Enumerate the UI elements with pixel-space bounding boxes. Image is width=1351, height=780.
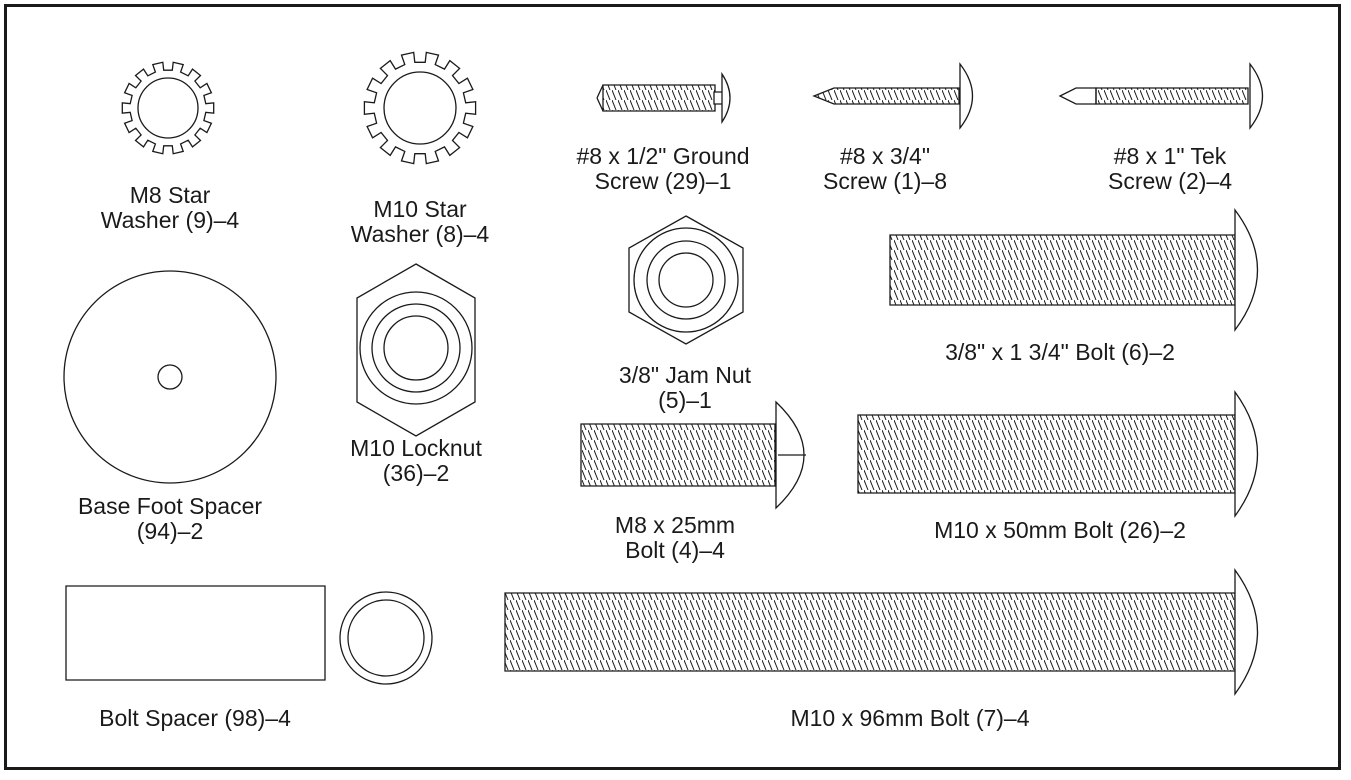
m8-bolt-label-line1: M8 x 25mm [614, 512, 736, 538]
bolt-spacer-label: Bolt Spacer (98)–4 [60, 706, 330, 731]
m10-96mm-bolt-label-line1: M10 x 96mm Bolt (7)–4 [790, 705, 1030, 731]
star-washer-teeth [122, 62, 213, 153]
m10-locknut-label-line1: M10 Locknut [350, 435, 482, 461]
base-foot-spacer-label-line1: Base Foot Spacer [77, 493, 263, 519]
jam-nut-label: 3/8" Jam Nut (5)–1 [570, 363, 800, 413]
tek-screw-drawing [1060, 64, 1263, 128]
m8-bolt-label: M8 x 25mm Bolt (4)–4 [580, 513, 770, 563]
jam-nut-label-line1: 3/8" Jam Nut [618, 362, 752, 388]
m10-50mm-bolt-drawing [858, 392, 1258, 516]
m10-star-washer-label-line1: M10 Star [373, 196, 467, 222]
m10-96mm-bolt-label: M10 x 96mm Bolt (7)–4 [740, 706, 1080, 731]
bolt-spacer-end-drawing [340, 592, 432, 684]
screw-3-4-label-line2: Screw (1)–8 [823, 168, 947, 194]
base-foot-spacer-label-line2: (94)–2 [136, 518, 204, 544]
tek-screw-label-line2: Screw (2)–4 [1108, 168, 1232, 194]
ground-screw-label-line2: Screw (29)–1 [594, 168, 732, 194]
jam-nut-label-line2: (5)–1 [658, 387, 712, 413]
m10-star-washer-drawing [364, 52, 475, 163]
screw-3-4-label-line1: #8 x 3/4" [839, 143, 930, 169]
tek-screw-label-line1: #8 x 1" Tek [1113, 143, 1227, 169]
m10-50mm-bolt-label: M10 x 50mm Bolt (26)–2 [890, 518, 1230, 543]
bolt-spacer-label-line1: Bolt Spacer (98)–4 [99, 705, 291, 731]
m8-star-washer-drawing [122, 62, 213, 153]
m10-locknut-label: M10 Locknut (36)–2 [316, 436, 516, 486]
m8-star-washer-label-line2: Washer (9)–4 [100, 207, 240, 233]
ground-screw-drawing [597, 74, 730, 122]
screw-3-4-drawing [814, 64, 973, 128]
m8-bolt-drawing [581, 402, 806, 508]
m8-bolt-label-line2: Bolt (4)–4 [625, 537, 725, 563]
bolt-3-8-label-line1: 3/8" x 1 3/4" Bolt (6)–2 [945, 339, 1175, 365]
m8-star-washer-label: M8 Star Washer (9)–4 [70, 183, 270, 233]
bolt-3-8-label: 3/8" x 1 3/4" Bolt (6)–2 [890, 340, 1230, 365]
m10-locknut-label-line2: (36)–2 [382, 460, 450, 486]
bolt-3-8-drawing [890, 210, 1258, 330]
jam-nut-drawing [629, 216, 743, 344]
m10-96mm-bolt-drawing [505, 570, 1258, 694]
m10-star-washer-label-line2: Washer (8)–4 [350, 221, 490, 247]
m10-locknut-drawing [357, 264, 475, 436]
bolt-spacer-side-drawing [66, 586, 325, 680]
ground-screw-label-line1: #8 x 1/2" Ground [576, 143, 750, 169]
base-foot-spacer-label: Base Foot Spacer (94)–2 [50, 494, 290, 544]
m10-star-washer-label: M10 Star Washer (8)–4 [320, 197, 520, 247]
star-washer-teeth [364, 52, 475, 163]
m10-50mm-bolt-label-line1: M10 x 50mm Bolt (26)–2 [934, 517, 1186, 543]
screw-3-4-label: #8 x 3/4" Screw (1)–8 [800, 144, 970, 194]
tek-screw-label: #8 x 1" Tek Screw (2)–4 [1085, 144, 1255, 194]
base-foot-spacer-drawing [64, 271, 276, 483]
m8-star-washer-label-line1: M8 Star [129, 182, 211, 208]
ground-screw-label: #8 x 1/2" Ground Screw (29)–1 [548, 144, 778, 194]
